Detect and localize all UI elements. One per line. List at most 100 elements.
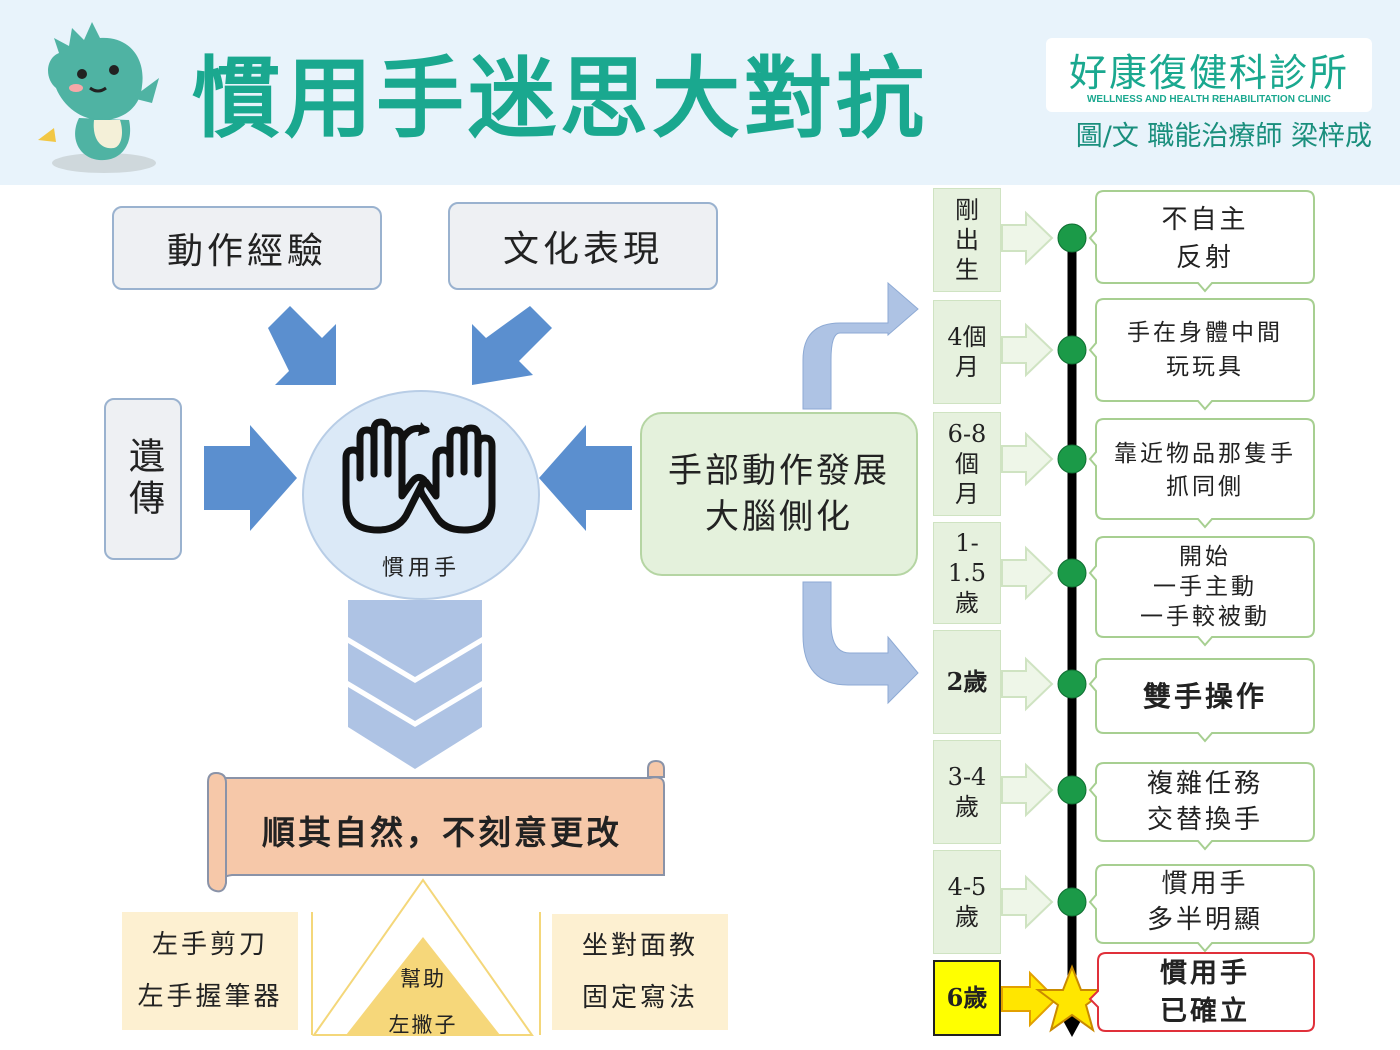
milestone-line: 一手較被動 <box>1140 604 1270 630</box>
motor-experience-label: 動作經驗 <box>166 231 327 272</box>
arrow-to-later-milestones <box>802 581 919 705</box>
helper-pyramid <box>346 937 500 1035</box>
age-text: 月 <box>955 480 979 508</box>
age-6-8-months: 6-8 個 月 <box>933 412 1001 516</box>
age-text: 2歲 <box>946 667 988 696</box>
milestone-arrow <box>1001 874 1054 930</box>
milestone-arrow <box>1001 322 1054 378</box>
page-title: 慣用手迷思大對抗 <box>192 47 929 150</box>
milestone-text: 不自主 反射 <box>1098 201 1312 277</box>
milestone-line: 慣用手 <box>1160 958 1250 989</box>
arrow-to-early-milestones <box>802 281 919 410</box>
age-4-5-years: 4-5 歲 <box>933 850 1001 954</box>
callout-box <box>1088 658 1315 743</box>
milestone-line: 反射 <box>1175 243 1234 273</box>
age-text: 4個 <box>947 323 987 351</box>
milestone-dot <box>1057 444 1087 474</box>
clinic-name: 好康復健科診所 <box>1068 51 1349 95</box>
age-4-months: 4個 月 <box>933 300 1001 404</box>
diagram-shapes <box>204 281 919 1036</box>
author-credit: 圖/文 職能治療師 梁梓成 <box>1075 121 1372 152</box>
arrow-from-genetics <box>204 425 297 531</box>
teaching-item: 坐對面教 <box>581 931 698 961</box>
clinic-logo-box <box>1046 38 1372 112</box>
genetics-label: 遺傳 <box>123 437 164 521</box>
milestone-text: 靠近物品那隻手 抓同側 <box>1098 438 1312 504</box>
age-text: 歲 <box>955 589 979 617</box>
arrow-from-motor-experience <box>268 306 336 385</box>
milestone-line: 玩玩具 <box>1166 354 1244 380</box>
milestone-arrow-final <box>1001 970 1058 1028</box>
milestone-line: 交替換手 <box>1146 805 1263 835</box>
callout-box <box>1088 418 1315 529</box>
callout-box <box>1088 190 1315 293</box>
scroll-advice: 順其自然，不刻意更改 <box>262 813 622 852</box>
callout-box-final <box>1088 952 1315 1032</box>
age-6-years: 6歲 <box>933 960 1001 1036</box>
age-1-1-5-years: 1- 1.5 歲 <box>933 522 1001 624</box>
age-text: 剛 <box>955 196 979 224</box>
milestone-line: 一手主動 <box>1153 574 1257 600</box>
milestone-text: 雙手操作 <box>1098 680 1312 714</box>
milestone-line: 已確立 <box>1160 996 1250 1027</box>
age-text: 歲 <box>955 793 979 821</box>
development-line-1: 手部動作發展 <box>668 451 890 491</box>
age-text: 生 <box>955 256 979 284</box>
callout-box <box>1088 864 1315 953</box>
milestone-dot <box>1057 669 1087 699</box>
milestone-text: 慣用手 多半明顯 <box>1098 866 1312 938</box>
age-text: 月 <box>955 353 979 381</box>
milestone-arrow <box>1001 656 1054 712</box>
helper-label: 幫助 左撇子 <box>346 956 500 1048</box>
milestone-line: 手在身體中間 <box>1127 320 1283 346</box>
two-hands-icon <box>342 418 496 534</box>
milestone-arrow <box>1001 762 1054 818</box>
helper-line-1: 幫助 <box>400 967 446 991</box>
motor-experience-box: 動作經驗 <box>112 206 382 290</box>
age-text: 個 <box>955 450 979 478</box>
dinosaur-mascot-icon <box>38 22 159 173</box>
milestone-text: 開始 一手主動 一手較被動 <box>1098 542 1312 632</box>
handedness-label: 慣用手 <box>381 556 460 581</box>
genetics-box: 遺傳 <box>104 398 182 560</box>
chevron-down-icon <box>348 600 482 677</box>
milestone-dot <box>1057 775 1087 805</box>
age-text: 3-4 <box>947 763 987 791</box>
age-text: 1.5 <box>947 559 987 587</box>
callout-box <box>1088 536 1315 647</box>
milestone-line: 多半明顯 <box>1146 905 1263 935</box>
milestone-line: 慣用手 <box>1161 869 1249 899</box>
milestone-line: 複雜任務 <box>1146 769 1263 799</box>
milestone-dot <box>1057 558 1087 588</box>
development-line-2: 大腦側化 <box>705 497 853 537</box>
milestone-line: 不自主 <box>1161 205 1249 235</box>
helper-line-2: 左撇子 <box>388 1013 458 1037</box>
age-newborn: 剛 出 生 <box>933 188 1001 292</box>
milestone-line: 抓同側 <box>1166 474 1244 500</box>
callout-box <box>1088 762 1315 851</box>
age-2-years: 2歲 <box>933 630 1001 734</box>
milestone-text: 手在身體中間 玩玩具 <box>1098 316 1312 384</box>
callout-box <box>1088 298 1315 411</box>
age-text: 6歲 <box>946 983 988 1012</box>
milestone-line: 靠近物品那隻手 <box>1114 441 1296 467</box>
age-text: 1- <box>955 529 979 557</box>
development-box: 手部動作發展 大腦側化 <box>640 412 918 576</box>
milestone-dot <box>1057 335 1087 365</box>
age-text: 6-8 <box>947 420 987 448</box>
milestone-text-final: 慣用手 已確立 <box>1098 955 1312 1031</box>
milestone-arrow <box>1001 545 1054 601</box>
age-text: 歲 <box>955 903 979 931</box>
chevron-down-icon <box>348 687 482 769</box>
left-tools-item: 左手握筆器 <box>137 982 283 1012</box>
teaching-item: 固定寫法 <box>581 983 698 1013</box>
milestone-dot <box>1057 223 1087 253</box>
clinic-subtitle: WELLNESS AND HEALTH REHABILITATION CLINI… <box>1086 94 1332 105</box>
milestone-arrow <box>1001 210 1054 266</box>
culture-box: 文化表現 <box>448 202 718 290</box>
culture-label: 文化表現 <box>502 229 663 270</box>
left-tools-box: 左手剪刀 左手握筆器 <box>122 912 298 1030</box>
milestone-line: 雙手操作 <box>1142 680 1267 713</box>
age-text: 4-5 <box>947 873 987 901</box>
left-tools-item: 左手剪刀 <box>151 930 268 960</box>
